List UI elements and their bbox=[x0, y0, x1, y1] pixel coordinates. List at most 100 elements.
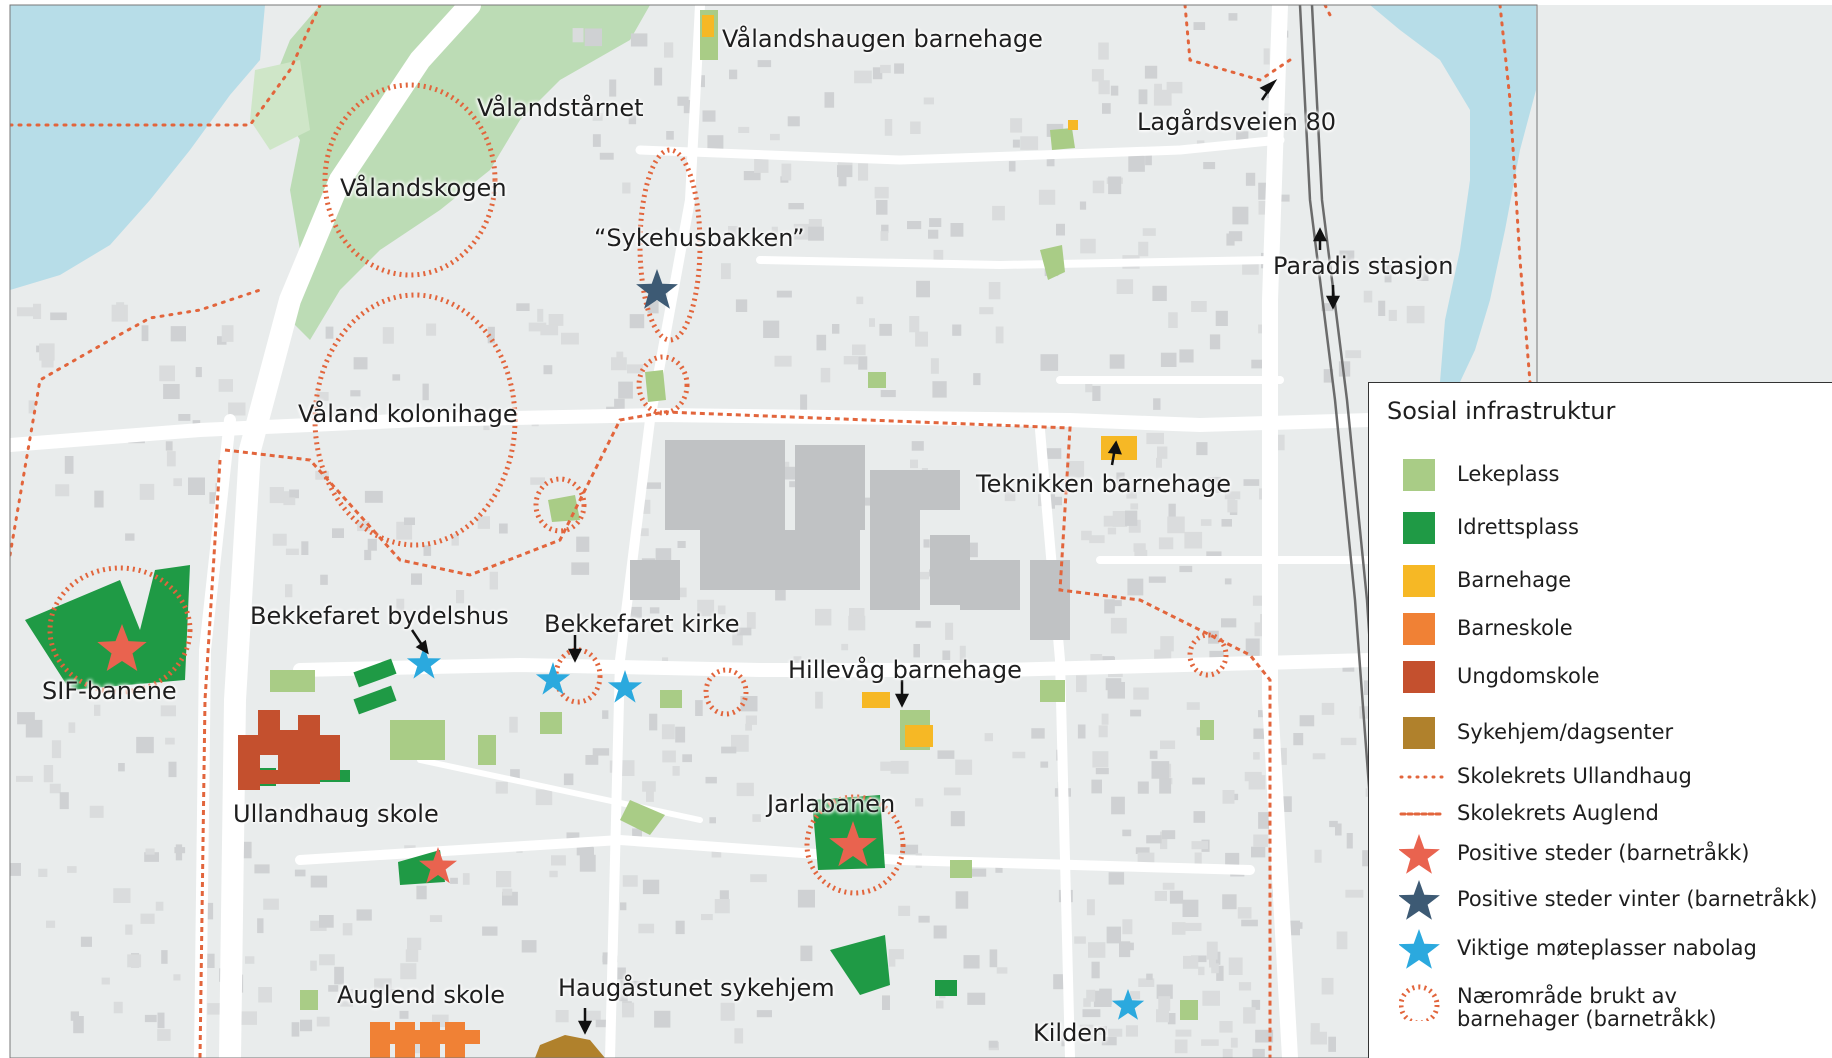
legend-label: Ungdomskole bbox=[1457, 664, 1600, 688]
label-arrows bbox=[410, 78, 1341, 1035]
building bbox=[283, 497, 296, 506]
building bbox=[510, 769, 520, 779]
building bbox=[955, 759, 973, 775]
building bbox=[1345, 889, 1364, 898]
building bbox=[1133, 687, 1149, 700]
building bbox=[1086, 989, 1096, 1002]
building bbox=[1107, 527, 1117, 535]
building bbox=[1050, 496, 1062, 506]
building bbox=[1202, 990, 1220, 1006]
building bbox=[1101, 713, 1109, 725]
building bbox=[1227, 500, 1238, 513]
building bbox=[1156, 1009, 1169, 1023]
building bbox=[1152, 285, 1167, 301]
building bbox=[59, 792, 69, 810]
building bbox=[1040, 761, 1049, 768]
legend-label: Sykehjem/dagsenter bbox=[1457, 720, 1674, 744]
building bbox=[140, 913, 155, 924]
building bbox=[1174, 1039, 1188, 1054]
building bbox=[489, 571, 498, 590]
label-paradis-stasjon: Paradis stasjon bbox=[1273, 252, 1454, 280]
building bbox=[89, 805, 104, 818]
building bbox=[38, 868, 48, 877]
building bbox=[113, 888, 131, 903]
building bbox=[1158, 996, 1171, 1011]
building bbox=[754, 159, 769, 173]
building bbox=[595, 1019, 613, 1028]
building bbox=[655, 548, 672, 564]
building bbox=[1149, 750, 1158, 759]
building bbox=[1224, 578, 1232, 585]
building bbox=[207, 1003, 221, 1015]
building bbox=[407, 937, 422, 950]
building bbox=[1406, 305, 1425, 324]
legend-item: Barneskole bbox=[1369, 609, 1832, 649]
building bbox=[1135, 847, 1150, 854]
building bbox=[628, 115, 637, 125]
building bbox=[462, 873, 470, 885]
building bbox=[1208, 476, 1222, 493]
building bbox=[1314, 849, 1322, 863]
label-valand-kolonihage: Våland kolonihage bbox=[298, 400, 518, 428]
boundary-auglend bbox=[198, 410, 1272, 1058]
building bbox=[736, 782, 754, 797]
building bbox=[289, 489, 299, 499]
building bbox=[1166, 81, 1183, 94]
building bbox=[1151, 761, 1170, 779]
building bbox=[592, 748, 610, 756]
building bbox=[1182, 899, 1199, 917]
building bbox=[1182, 115, 1189, 129]
legend-label: Lekeplass bbox=[1457, 462, 1560, 486]
building bbox=[55, 484, 70, 497]
building bbox=[898, 905, 911, 916]
building bbox=[1088, 942, 1106, 958]
building bbox=[1079, 201, 1087, 210]
building bbox=[701, 914, 713, 921]
building bbox=[843, 356, 858, 365]
building bbox=[16, 307, 35, 317]
building bbox=[423, 545, 432, 556]
building bbox=[1329, 820, 1338, 828]
building bbox=[854, 70, 872, 84]
building bbox=[707, 135, 724, 152]
building bbox=[1219, 1021, 1233, 1033]
legend-label: Idrettsplass bbox=[1457, 515, 1579, 539]
building bbox=[1079, 1024, 1094, 1040]
building bbox=[1145, 151, 1152, 166]
building bbox=[721, 746, 737, 754]
building bbox=[928, 229, 939, 239]
legend-item: Barnehage bbox=[1369, 561, 1832, 601]
building bbox=[1338, 361, 1351, 377]
building bbox=[165, 737, 175, 745]
building bbox=[936, 1000, 944, 1009]
building bbox=[622, 1002, 635, 1018]
label-auglend-skole: Auglend skole bbox=[337, 981, 506, 1009]
building bbox=[592, 134, 601, 147]
building bbox=[28, 400, 35, 414]
building bbox=[94, 704, 101, 716]
building bbox=[581, 846, 594, 855]
building bbox=[1384, 265, 1392, 283]
building bbox=[315, 470, 329, 480]
building bbox=[815, 608, 832, 626]
building bbox=[1203, 162, 1216, 170]
building bbox=[1020, 136, 1039, 150]
building bbox=[1206, 941, 1218, 960]
building bbox=[39, 343, 55, 361]
building bbox=[1158, 537, 1174, 550]
building bbox=[599, 152, 614, 160]
building bbox=[1108, 872, 1125, 885]
building bbox=[1221, 519, 1232, 527]
building bbox=[1090, 654, 1103, 661]
building bbox=[389, 989, 398, 997]
hospital-complex bbox=[630, 440, 1070, 640]
building bbox=[502, 888, 513, 896]
building bbox=[521, 940, 537, 953]
building bbox=[396, 598, 405, 614]
building bbox=[796, 983, 808, 993]
legend-symbol-swatch bbox=[1403, 717, 1435, 749]
building bbox=[1138, 241, 1149, 257]
building bbox=[1128, 519, 1141, 533]
label-kilden: Kilden bbox=[1033, 1019, 1108, 1047]
building bbox=[320, 574, 328, 585]
